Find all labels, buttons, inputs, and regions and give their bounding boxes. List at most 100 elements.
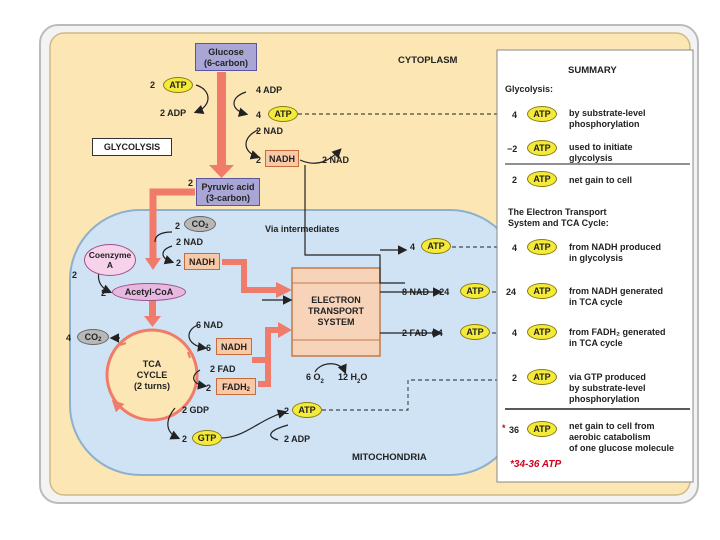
tca-gtp-count: 2 — [182, 434, 188, 444]
summary-total-atp: ATP — [527, 421, 557, 437]
summary-ets-row3-line1: from FADH₂ generated — [569, 327, 666, 337]
summary-ets-row3-atp: ATP — [527, 324, 557, 340]
coenzyme-line-1: Coenzyme — [88, 250, 132, 260]
summary-ets-row4-line3: phosphorylation — [569, 394, 640, 404]
mitochondria-label: MITOCHONDRIA — [352, 452, 427, 463]
tca-nadh-count: 6 — [206, 343, 212, 353]
oxygen-text: 6 O — [306, 372, 321, 382]
summary-ets-row4-line2: by substrate-level — [569, 383, 646, 393]
summary-ets-row4-atp: ATP — [527, 369, 557, 385]
summary-glycolysis-heading: Glycolysis: — [505, 84, 554, 94]
tca-line-1: TCA — [142, 359, 162, 369]
gtp-arrow — [167, 407, 181, 440]
summary-footnote: *34-36 ATP — [510, 459, 562, 470]
summary-ets-line1: The Electron Transport — [508, 207, 607, 217]
tca-fadh-count: 2 — [206, 383, 212, 393]
tca-cycle-circle — [105, 328, 199, 422]
mito-co2-text: CO — [191, 219, 206, 229]
pyruvate-count: 2 — [188, 178, 194, 188]
tca-co2-sub: 2 — [98, 337, 102, 343]
tca-cycle-label: TCA CYCLE (2 turns) — [120, 359, 184, 392]
oxygen-sub: 2 — [320, 379, 324, 385]
summary-ets-row4-text: via GTP produced by substrate-level phos… — [569, 372, 646, 405]
summary-ets-row1-line2: in glycolysis — [569, 253, 624, 263]
summary-ets-row4-line1: via GTP produced — [569, 372, 646, 382]
summary-ets-line2: System and TCA Cycle: — [508, 218, 609, 228]
summary-ets-row1-num: 4 — [512, 243, 518, 253]
summary-total-line1: net gain to cell from — [569, 421, 655, 431]
water-text: 12 H — [338, 372, 358, 382]
via-intermediates-label: Via intermediates — [265, 224, 340, 234]
ets-atp2: ATP — [460, 283, 490, 299]
pyruvic-line-1: Pyruvic acid — [201, 182, 255, 192]
summary-ets-heading: The Electron Transport System and TCA Cy… — [508, 207, 609, 229]
co2-release-arrow — [154, 231, 173, 243]
ets-eight-nad: 8 NAD + 24 — [402, 287, 450, 297]
ets-line-2: TRANSPORT — [308, 306, 364, 316]
summary-row3-num: 2 — [512, 175, 518, 185]
summary-ets-row2-num: 24 — [506, 287, 517, 297]
acetyl-to-tca-arrowhead — [144, 316, 161, 327]
glyco-atp-use-arrow — [193, 84, 209, 114]
tca-atp-count: 2 — [284, 406, 290, 416]
tca-co2-count: 4 — [66, 333, 72, 343]
coenzyme-a: Coenzyme A — [84, 244, 136, 276]
nad-regen-arrow — [299, 148, 342, 164]
nadh-to-ets-arrow — [222, 259, 278, 293]
tca-cycle-ring-arrows — [116, 342, 191, 408]
tca-atp: ATP — [292, 402, 322, 418]
summary-total-num: 36 — [509, 425, 520, 435]
glyco-regen-nad: 2 NAD — [322, 155, 350, 165]
glycolysis-flow-arrowhead — [209, 165, 234, 178]
coenzyme-count-left: 2 — [72, 270, 78, 280]
summary-ets-row2-atp: ATP — [527, 283, 557, 299]
tca-co2-text: CO — [84, 332, 99, 342]
pyruvate-to-acetyl-arrow — [149, 188, 195, 260]
tca-fadh2-sub: 2 — [246, 386, 250, 393]
water-tail: O — [360, 372, 368, 382]
glyco-nadh-count: 2 — [256, 155, 262, 165]
tca-two-gdp: 2 GDP — [182, 405, 210, 415]
tca-gtp: GTP — [192, 430, 222, 446]
glyco-adp-arrow — [233, 91, 249, 117]
ets-atp1-count: 4 — [410, 242, 416, 252]
glyco-two-nad: 2 NAD — [256, 126, 284, 136]
summary-ets-row3-num: 4 — [512, 328, 518, 338]
ets-line-3: SYSTEM — [317, 317, 355, 327]
tca-to-ets-arrow — [252, 327, 280, 363]
tca-line-3: (2 turns) — [134, 381, 170, 391]
mito-two-nad: 2 NAD — [176, 237, 204, 247]
tca-nad-arrow — [188, 324, 208, 352]
water-label: 12 H2O — [338, 372, 367, 385]
summary-ets-row3-text: from FADH₂ generated in TCA cycle — [569, 327, 666, 349]
pyruvic-line-2: (3-carbon) — [205, 193, 250, 203]
ets-label: ELECTRON TRANSPORT SYSTEM — [292, 295, 380, 328]
tca-line-2: CYCLE — [136, 370, 168, 380]
ets-atp3: ATP — [460, 324, 490, 340]
glucose-box: Glucose (6-carbon) — [195, 43, 257, 71]
adp-arrow — [270, 424, 289, 441]
tca-six-nad: 6 NAD — [196, 320, 224, 330]
summary-total-text: net gain to cell from aerobic catabolism… — [569, 421, 674, 454]
summary-row2-num: −2 — [507, 144, 518, 154]
summary-ets-row1-text: from NADH produced in glycolysis — [569, 242, 661, 264]
fadh-to-ets-arrow — [258, 360, 271, 387]
summary-panel — [496, 49, 694, 483]
tca-to-ets-arrowhead — [278, 322, 292, 338]
summary-row1-line1: by substrate-level — [569, 108, 646, 118]
ets-line-1: ELECTRON — [311, 295, 361, 305]
summary-row2-line1: used to initiate — [569, 142, 633, 152]
summary-ets-row2-text: from NADH generated in TCA cycle — [569, 286, 663, 308]
mito-nadh-count: 2 — [176, 258, 182, 268]
summary-row1-text: by substrate-level phosphorylation — [569, 108, 646, 130]
ets-atp1: ATP — [421, 238, 451, 254]
summary-ets-row4-num: 2 — [512, 373, 518, 383]
tca-two-adp: 2 ADP — [284, 434, 311, 444]
glyco-nad-arrow — [245, 129, 261, 160]
acetyl-count: 2 — [101, 288, 107, 298]
glyco-four-adp: 4 ADP — [256, 85, 283, 95]
summary-total-star: * — [502, 423, 506, 433]
summary-ets-row2-line1: from NADH generated — [569, 286, 664, 296]
